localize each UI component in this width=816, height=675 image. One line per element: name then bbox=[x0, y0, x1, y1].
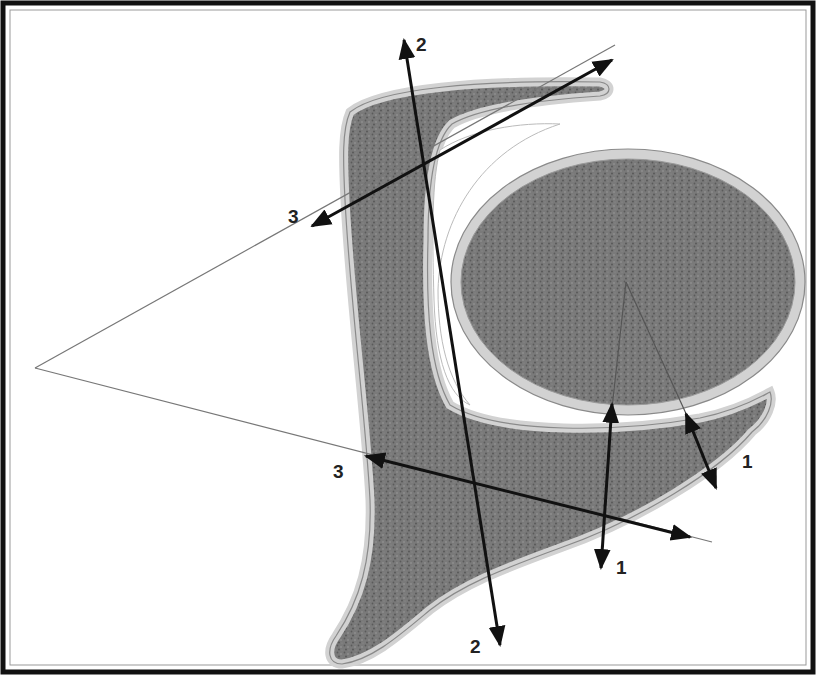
radius-line bbox=[612, 282, 626, 408]
humeral-head-inner bbox=[461, 159, 795, 405]
humeral-head bbox=[456, 154, 800, 410]
inner-frame bbox=[10, 10, 806, 665]
measure-arrow bbox=[312, 60, 612, 226]
callout-number: 1 bbox=[614, 557, 629, 578]
measure-arrow bbox=[404, 40, 500, 645]
callout-number: 2 bbox=[414, 34, 429, 55]
callout-number: 3 bbox=[286, 206, 301, 227]
measure-arrow bbox=[366, 456, 690, 537]
callout-number: 3 bbox=[331, 461, 346, 482]
projection-line bbox=[35, 45, 615, 368]
projection-line bbox=[35, 368, 712, 542]
measure-arrow bbox=[601, 404, 612, 568]
radius-line bbox=[626, 282, 688, 418]
humeral-head-outline bbox=[451, 149, 805, 415]
callout-number: 2 bbox=[468, 636, 483, 657]
callout-number: 1 bbox=[740, 451, 755, 472]
measure-arrow bbox=[686, 414, 716, 488]
frame bbox=[3, 3, 813, 672]
